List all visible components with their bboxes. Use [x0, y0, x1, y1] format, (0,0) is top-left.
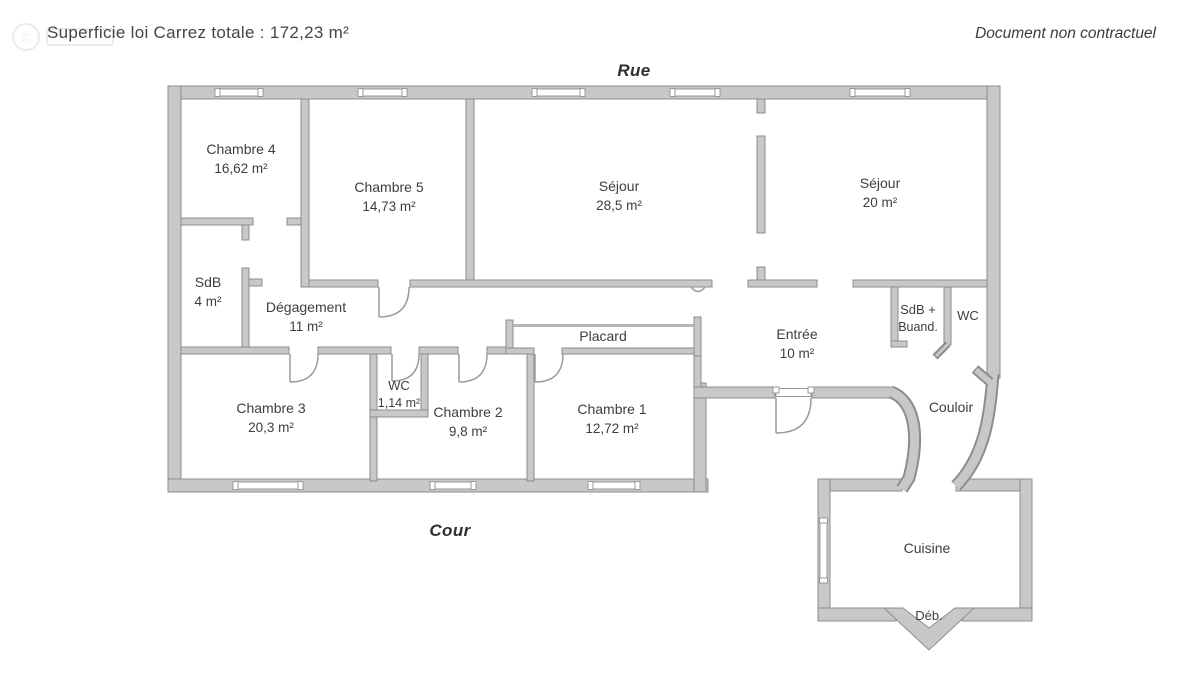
debarras-v-wall — [882, 607, 976, 651]
room-label-placard: Placard — [579, 328, 627, 345]
windows — [214, 88, 911, 584]
entrance-door-threshold — [772, 386, 815, 397]
sdb-buand-door-leaf — [932, 341, 951, 360]
watermark-logo: © — [12, 20, 142, 54]
room-label-sdb-buanderie: SdB +Buand. — [898, 302, 938, 335]
placard-box — [505, 316, 702, 357]
door-arcs — [289, 286, 812, 434]
room-label-cuisine: Cuisine — [903, 540, 951, 557]
couloir-curved-walls — [888, 365, 1000, 493]
street-side-label: Rue — [617, 61, 651, 80]
kitchen-walls — [817, 478, 1033, 651]
room-label-debarras: Déb. — [915, 607, 943, 623]
room-label-couloir: Couloir — [928, 399, 974, 416]
interior-walls — [180, 98, 988, 482]
watermark-bar — [46, 28, 114, 46]
watermark-copyright-icon: © — [12, 23, 40, 51]
courtyard-side-label: Cour — [429, 521, 471, 540]
total-area-label: Superficie loi Carrez totale : 172,23 m² — [47, 23, 350, 42]
room-label-wc-right: WC — [957, 307, 979, 323]
disclaimer-label: Document non contractuel — [975, 25, 1156, 42]
